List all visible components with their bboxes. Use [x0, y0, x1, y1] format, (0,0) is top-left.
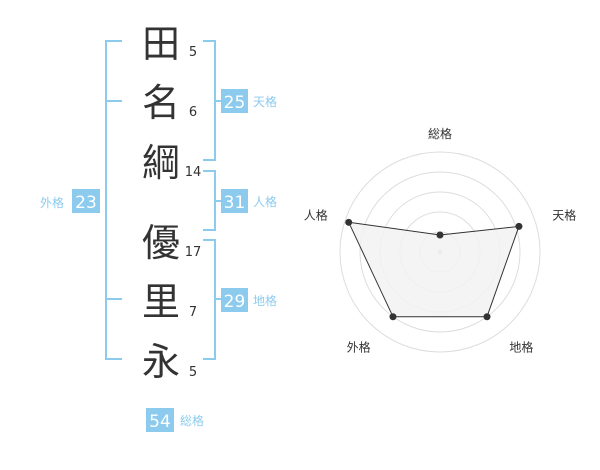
name-char-3: 綱 — [142, 141, 180, 185]
stroke-count-6: 5 — [189, 365, 197, 380]
name-char-4: 優 — [142, 221, 180, 265]
radar-point — [515, 222, 523, 230]
radar-area — [347, 221, 520, 318]
soukaku-label: 総格 — [180, 413, 204, 428]
name-char-6: 永 — [142, 340, 180, 384]
radar-ring — [359, 171, 521, 333]
jinkaku-badge — [221, 189, 248, 213]
stroke-count-1: 5 — [189, 45, 197, 60]
soukaku-badge — [146, 408, 174, 432]
stroke-count-4: 17 — [185, 245, 202, 260]
jinkaku-label: 人格 — [253, 194, 277, 209]
gaikaku-badge — [72, 189, 100, 213]
tenkaku-badge — [221, 89, 248, 113]
gaikaku-label: 外格 — [40, 195, 64, 210]
radar-point — [436, 231, 444, 239]
radar-point — [483, 313, 491, 321]
gaikaku-value: 23 — [75, 193, 97, 213]
soukaku-value: 54 — [149, 412, 171, 432]
stroke-count-3: 14 — [185, 165, 202, 180]
tenkaku-bracket — [203, 40, 216, 161]
radar-axis-label: 人格 — [304, 208, 328, 223]
chikaku-badge — [221, 288, 248, 312]
gaikaku-bracket — [105, 40, 122, 360]
jinkaku-value: 31 — [224, 193, 246, 213]
chikaku-value: 29 — [224, 292, 246, 312]
jinkaku-bracket — [203, 170, 216, 231]
stroke-count-2: 6 — [189, 105, 197, 120]
radar-point — [389, 313, 397, 321]
tenkaku-label: 天格 — [253, 94, 277, 109]
radar-axis-label: 総格 — [428, 126, 452, 141]
radar-ring — [339, 151, 541, 353]
chikaku-label: 地格 — [253, 293, 277, 308]
radar-axis-label: 地格 — [509, 340, 533, 355]
chikaku-bracket — [203, 239, 216, 360]
name-char-5: 里 — [142, 280, 180, 324]
radar-point — [345, 218, 353, 226]
name-char-1: 田 — [142, 22, 180, 66]
radar-axis-label: 天格 — [552, 208, 576, 223]
stroke-count-5: 7 — [189, 305, 197, 320]
radar-axis-label: 外格 — [347, 340, 371, 355]
tenkaku-value: 25 — [224, 93, 246, 113]
name-char-2: 名 — [142, 81, 180, 125]
